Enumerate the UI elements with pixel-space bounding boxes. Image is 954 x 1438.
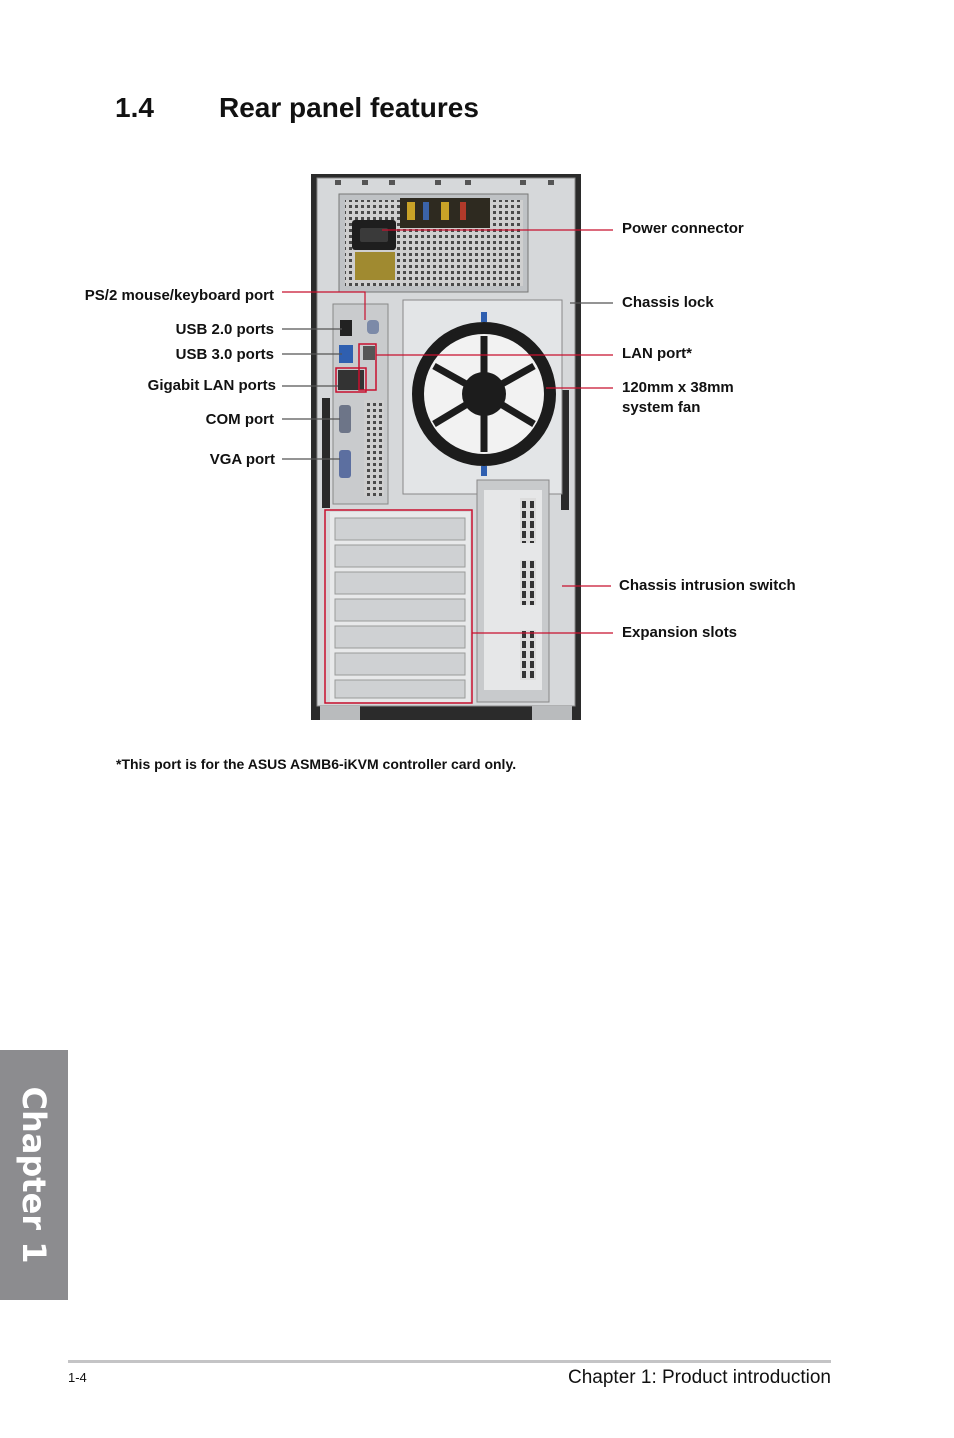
footnote: *This port is for the ASUS ASMB6-iKVM co… <box>116 756 517 772</box>
chapter-tab-label: Chapter 1 <box>15 1086 53 1264</box>
lan-port-highlight <box>358 343 377 391</box>
callout-com-port: COM port <box>205 411 274 428</box>
footer-chapter-title: Chapter 1: Product introduction <box>568 1367 831 1388</box>
callout-system-fan-line1: 120mm x 38mm <box>622 379 734 396</box>
chapter-tab: Chapter 1 <box>0 1050 68 1300</box>
top-vents <box>335 180 554 185</box>
server-chassis-image <box>311 174 581 720</box>
section-number: 1.4 <box>115 92 154 123</box>
callout-usb3-ports: USB 3.0 ports <box>175 346 274 363</box>
io-shield-image <box>332 303 389 505</box>
callout-usb2-ports: USB 2.0 ports <box>175 321 274 338</box>
system-fan-image <box>402 299 563 495</box>
expansion-slots-highlight <box>324 509 473 704</box>
right-rail <box>561 390 569 510</box>
section-heading: Rear panel features <box>219 92 479 123</box>
callout-ps2-port: PS/2 mouse/keyboard port <box>84 287 274 304</box>
gigabit-lan-highlight <box>335 367 367 393</box>
callout-chassis-intrusion-switch: Chassis intrusion switch <box>619 577 796 594</box>
callout-system-fan: 120mm x 38mm system fan <box>622 378 734 418</box>
callout-expansion-slots: Expansion slots <box>622 624 738 641</box>
expansion-slot-covers <box>330 512 470 702</box>
callout-system-fan-line2: system fan <box>622 399 701 416</box>
ps2-leader <box>282 291 366 320</box>
callout-chassis-lock: Chassis lock <box>622 294 714 311</box>
drive-cage-image <box>476 479 550 703</box>
callout-gigabit-lan-ports: Gigabit LAN ports <box>147 377 276 394</box>
callout-vga-port: VGA port <box>209 451 275 468</box>
callout-power-connector: Power connector <box>622 220 744 237</box>
foot-left <box>320 706 360 720</box>
power-supply-image <box>338 193 529 293</box>
page-number: 1-4 <box>68 1370 87 1385</box>
highlight-boxes <box>324 343 473 704</box>
callout-lan-port: LAN port* <box>622 345 692 362</box>
left-rail <box>322 398 330 508</box>
section-title: 1.4 Rear panel features <box>115 92 479 124</box>
footer-rule <box>68 1360 831 1363</box>
leader-lines <box>282 229 613 634</box>
rear-panel-figure <box>282 174 613 720</box>
foot-right <box>532 706 572 720</box>
